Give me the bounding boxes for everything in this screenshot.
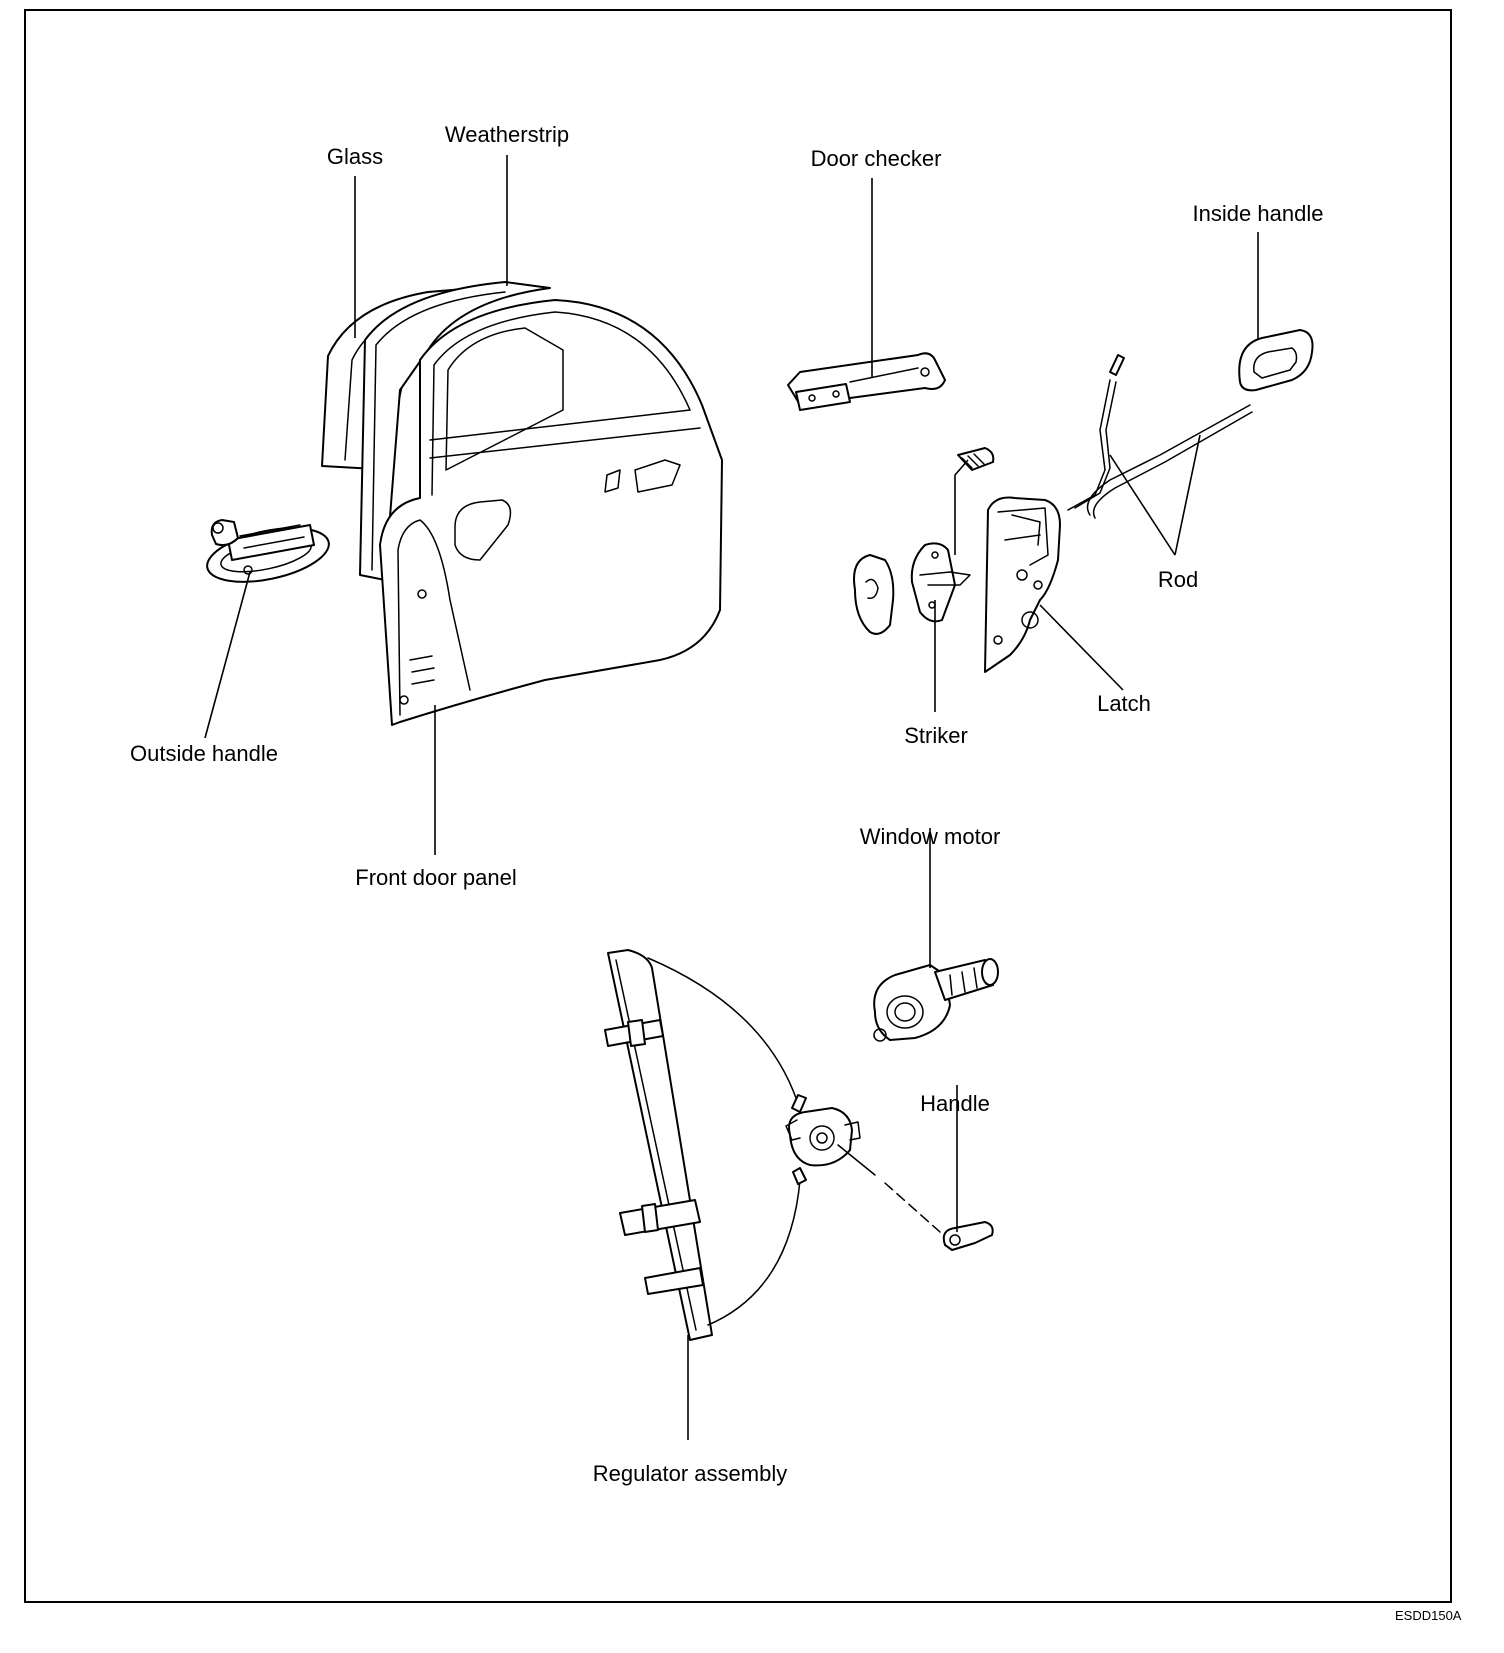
outside-handle-leader (204, 571, 251, 739)
outside-handle-label: Outside handle (130, 741, 278, 766)
rod-part (1067, 354, 1253, 519)
glass-label: Glass (326, 144, 384, 169)
window-motor-part (873, 958, 999, 1042)
front-door-panel-label: Front door panel (355, 865, 517, 890)
front-door-panel-part (379, 299, 723, 726)
latch-leader (1039, 604, 1124, 691)
diagram-frame (24, 9, 1452, 1603)
bolt-leader (954, 459, 969, 555)
regulator-assembly-part (604, 949, 861, 1341)
door-checker-part (787, 352, 946, 411)
weatherstrip-label: Weatherstrip (444, 122, 570, 147)
weatherstrip-part (359, 281, 551, 581)
rod-leader (1109, 434, 1201, 556)
latch-part (984, 496, 1061, 673)
regulator-assembly-label: Regulator assembly (592, 1461, 788, 1486)
striker-label: Striker (904, 723, 968, 748)
figure-code: ESDD150A (1395, 1608, 1462, 1623)
handle-label: Handle (920, 1091, 990, 1116)
outside-handle-part (206, 519, 330, 583)
door-checker-label: Door checker (810, 146, 942, 171)
striker-part (853, 447, 995, 635)
inside-handle-label: Inside handle (1192, 201, 1324, 226)
latch-label: Latch (1097, 691, 1151, 716)
rod-label: Rod (1157, 567, 1199, 592)
inside-handle-part (1238, 329, 1314, 392)
leader-lines (204, 155, 1259, 1440)
window-motor-label: Window motor (859, 824, 1001, 849)
window-handle-part (837, 1144, 994, 1251)
